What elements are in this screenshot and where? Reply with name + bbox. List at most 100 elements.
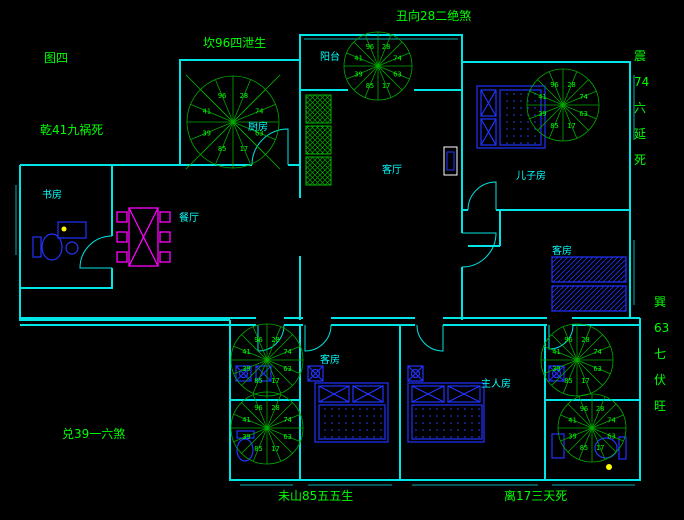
dining-set <box>116 207 171 267</box>
svg-text:39: 39 <box>242 365 250 373</box>
annotation-xun-char: 伏 <box>654 373 666 387</box>
svg-text:85: 85 <box>564 377 572 385</box>
annotation-wei: 未山85五五生 <box>278 489 353 503</box>
svg-text:41: 41 <box>538 93 546 101</box>
svg-text:28: 28 <box>581 336 589 344</box>
annotation-chou: 丑向28二绝煞 <box>396 8 471 23</box>
svg-text:17: 17 <box>240 145 248 153</box>
svg-text:63: 63 <box>579 110 587 118</box>
svg-text:28: 28 <box>271 404 279 412</box>
annotation-zhen-char: 74 <box>634 75 649 89</box>
svg-text:39: 39 <box>202 129 210 137</box>
annotation-zhen-char: 六 <box>634 101 646 115</box>
door-arcs <box>79 128 574 352</box>
svg-text:28: 28 <box>567 81 575 89</box>
svg-text:28: 28 <box>382 43 390 51</box>
annotation-li: 离17三天死 <box>504 488 567 503</box>
door-openings <box>106 84 572 328</box>
annotation-xun-char: 旺 <box>654 399 666 413</box>
svg-text:96: 96 <box>218 92 226 100</box>
walls <box>19 34 641 481</box>
svg-text:63: 63 <box>593 365 601 373</box>
annotation-qian: 乾41九祸死 <box>40 122 103 137</box>
toilet-bath-left <box>236 430 255 462</box>
bed-guest-bottom <box>314 382 389 443</box>
svg-text:74: 74 <box>579 93 587 101</box>
svg-text:63: 63 <box>393 71 401 79</box>
svg-text:96: 96 <box>580 405 588 413</box>
svg-text:17: 17 <box>271 377 279 385</box>
cabinet-guest-bottom <box>307 365 324 382</box>
svg-text:17: 17 <box>581 377 589 385</box>
svg-text:63: 63 <box>283 433 291 441</box>
svg-text:17: 17 <box>382 82 390 90</box>
svg-text:85: 85 <box>254 377 262 385</box>
svg-text:39: 39 <box>538 110 546 118</box>
entry-door <box>443 146 458 176</box>
figure-label: 图四 <box>44 51 68 65</box>
toilet-study <box>32 233 63 261</box>
room-label-son-room: 儿子房 <box>516 169 546 182</box>
desk-lamp <box>61 226 67 232</box>
svg-text:39: 39 <box>354 71 362 79</box>
svg-text:28: 28 <box>271 336 279 344</box>
toilet-bath-right <box>594 436 627 460</box>
annotation-zhen-char: 死 <box>634 153 646 167</box>
plants <box>305 94 332 186</box>
annotation-xun-char: 七 <box>654 347 666 361</box>
annotation-zhen-char: 延 <box>634 127 646 141</box>
svg-text:96: 96 <box>254 404 262 412</box>
desk-study <box>57 221 87 255</box>
svg-text:74: 74 <box>607 416 615 424</box>
room-label-guest-bottom: 客房 <box>320 353 340 366</box>
svg-text:74: 74 <box>283 348 291 356</box>
svg-text:63: 63 <box>255 129 263 137</box>
svg-text:85: 85 <box>254 445 262 453</box>
room-label-dining-room: 餐厅 <box>179 211 199 224</box>
floor-drain <box>606 464 612 470</box>
svg-text:74: 74 <box>593 348 601 356</box>
svg-text:74: 74 <box>283 416 291 424</box>
room-label-guest-right: 客房 <box>552 244 572 257</box>
svg-text:96: 96 <box>254 336 262 344</box>
bed-master <box>407 382 485 443</box>
svg-text:17: 17 <box>596 444 604 452</box>
annotation-kan: 坎96四泄生 <box>203 36 266 50</box>
room-label-master-room: 主人房 <box>481 377 511 390</box>
svg-text:63: 63 <box>607 433 615 441</box>
annotation-zhen-char: 震 <box>634 49 646 63</box>
svg-text:85: 85 <box>218 145 226 153</box>
annotation-xun-char: 63 <box>654 321 669 335</box>
bed-son <box>476 85 546 149</box>
bunk-beds-guest-right <box>551 256 627 312</box>
svg-text:85: 85 <box>366 82 374 90</box>
cabinet-bath-right <box>551 433 565 459</box>
svg-text:41: 41 <box>202 108 210 116</box>
windows <box>15 38 635 486</box>
room-label-living-room: 客厅 <box>382 163 402 176</box>
svg-text:41: 41 <box>242 416 250 424</box>
svg-text:41: 41 <box>354 54 362 62</box>
svg-text:74: 74 <box>393 54 401 62</box>
svg-text:41: 41 <box>568 416 576 424</box>
svg-text:41: 41 <box>552 348 560 356</box>
cabinet-master <box>407 365 424 382</box>
svg-text:63: 63 <box>283 365 291 373</box>
svg-text:17: 17 <box>271 445 279 453</box>
annotation-dui: 兑39一六煞 <box>62 427 125 441</box>
svg-text:96: 96 <box>564 336 572 344</box>
room-label-balcony: 阳台 <box>320 50 340 63</box>
svg-text:85: 85 <box>550 122 558 130</box>
svg-text:74: 74 <box>255 108 263 116</box>
svg-text:96: 96 <box>550 81 558 89</box>
annotation-xun-char: 巽 <box>654 295 666 309</box>
